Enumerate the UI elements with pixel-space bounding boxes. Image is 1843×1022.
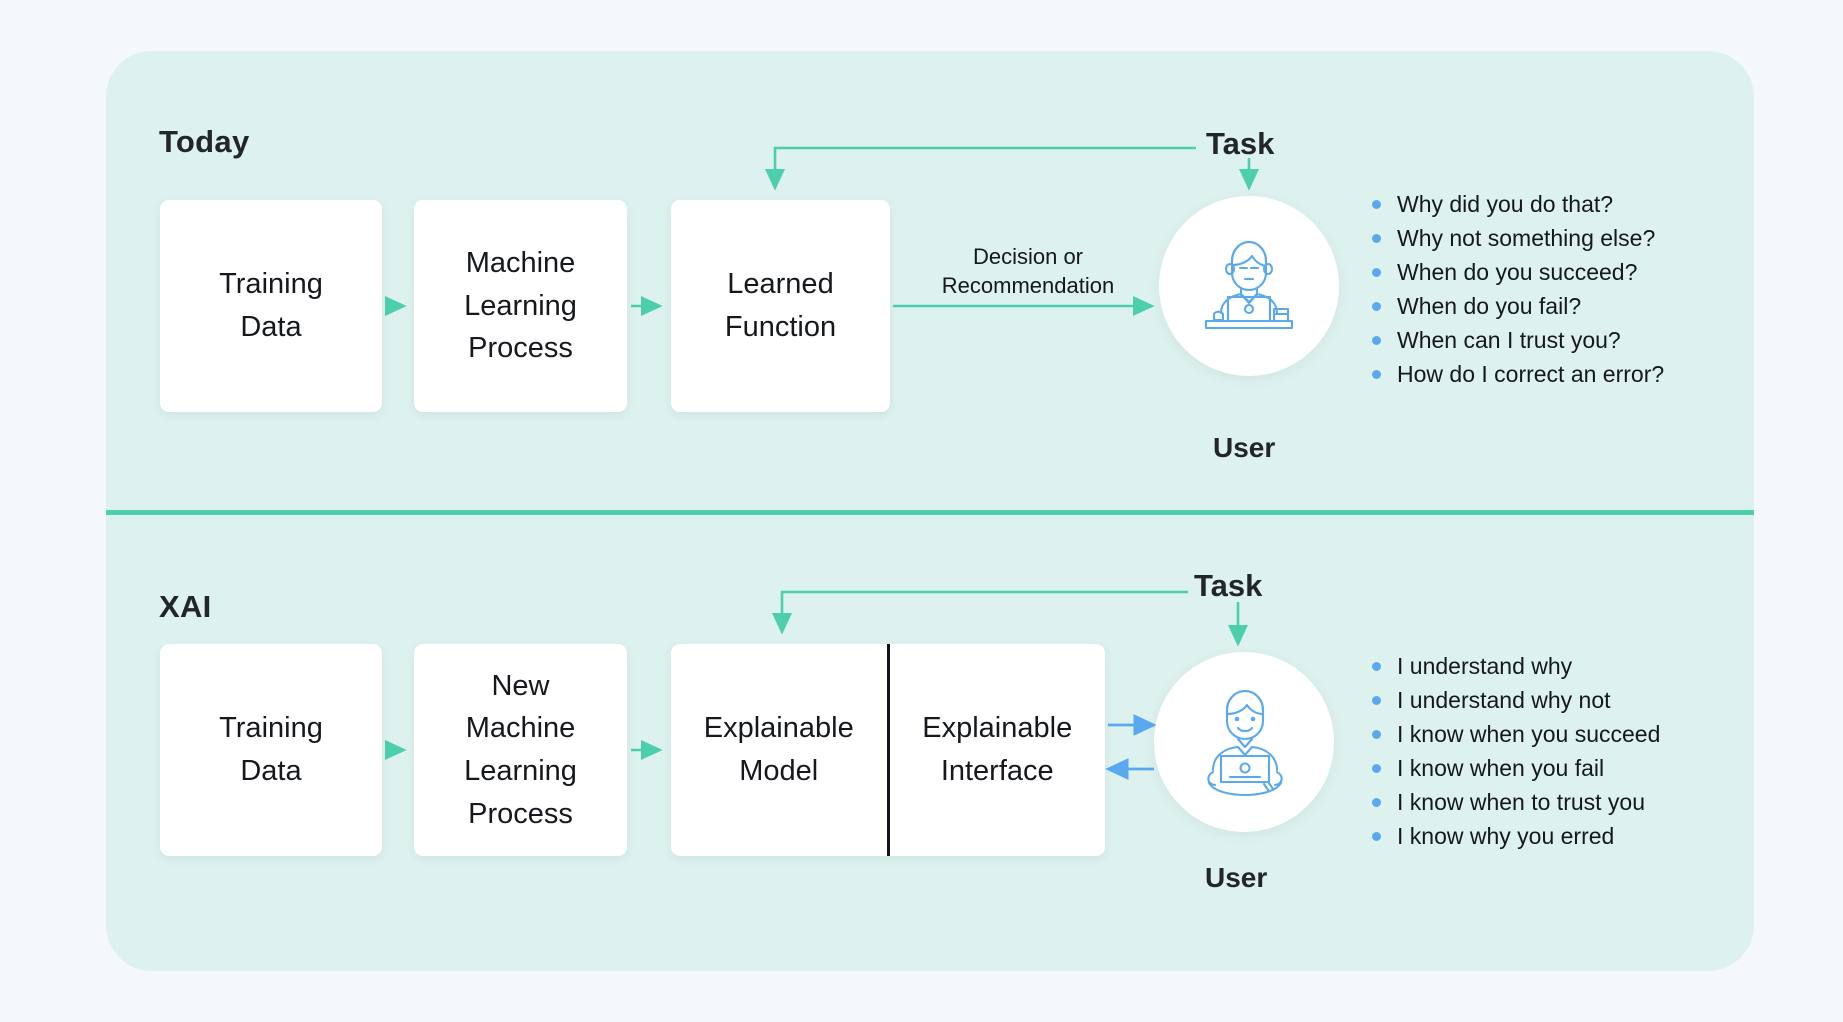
- list-item: When can I trust you?: [1372, 323, 1664, 357]
- user-avatar-xai: [1154, 652, 1334, 832]
- list-item-label: I know when you succeed: [1397, 720, 1661, 747]
- bullet-icon: [1372, 335, 1381, 345]
- task-label-xai: Task: [1194, 568, 1263, 603]
- list-item-label: I know why you erred: [1397, 822, 1615, 849]
- list-item: Why not something else?: [1372, 221, 1664, 255]
- edge-caption-decision-or-recommendation: Decision or Recommendation: [941, 244, 1115, 299]
- list-item-label: I understand why not: [1397, 686, 1611, 713]
- list-item-label: I know when to trust you: [1397, 788, 1646, 815]
- bullet-icon: [1372, 661, 1381, 671]
- list-item: I know why you erred: [1372, 819, 1660, 853]
- task-label-today: Task: [1206, 126, 1275, 161]
- box-split-divider: [886, 644, 890, 856]
- list-item: How do I correct an error?: [1372, 357, 1664, 391]
- statement-list-xai: I understand why I understand why not I …: [1372, 649, 1660, 853]
- section-title-today: Today: [159, 124, 250, 159]
- bullet-icon: [1372, 301, 1381, 311]
- bullet-icon: [1372, 797, 1381, 807]
- bullet-icon: [1372, 199, 1381, 209]
- list-item: I know when you succeed: [1372, 717, 1660, 751]
- bullet-icon: [1372, 729, 1381, 739]
- bullet-icon: [1372, 233, 1381, 243]
- user-avatar-today: [1159, 196, 1339, 376]
- section-title-xai: XAI: [159, 589, 212, 624]
- list-item-label: When can I trust you?: [1397, 326, 1621, 353]
- bullet-icon: [1372, 831, 1381, 841]
- list-item: I understand why not: [1372, 683, 1660, 717]
- list-item-label: I know when you fail: [1397, 754, 1605, 781]
- bullet-icon: [1372, 763, 1381, 773]
- user-with-laptop-icon: [1207, 690, 1283, 797]
- list-item-label: When do you succeed?: [1397, 258, 1638, 285]
- list-item-label: When do you fail?: [1397, 292, 1582, 319]
- user-label-today: User: [1213, 432, 1276, 463]
- list-item-label: I understand why: [1397, 652, 1573, 679]
- user-at-desk-icon: [1204, 241, 1294, 330]
- list-item-label: How do I correct an error?: [1397, 360, 1665, 387]
- question-list-today: Why did you do that? Why not something e…: [1372, 187, 1664, 391]
- list-item: I understand why: [1372, 649, 1660, 683]
- list-item: When do you succeed?: [1372, 255, 1664, 289]
- list-item: Why did you do that?: [1372, 187, 1664, 221]
- bullet-icon: [1372, 369, 1381, 379]
- section-divider: [106, 510, 1754, 515]
- list-item: I know when you fail: [1372, 751, 1660, 785]
- list-item-label: Why did you do that?: [1397, 190, 1614, 217]
- list-item-label: Why not something else?: [1397, 224, 1656, 251]
- bullet-icon: [1372, 267, 1381, 277]
- user-label-xai: User: [1205, 862, 1268, 893]
- list-item: When do you fail?: [1372, 289, 1664, 323]
- list-item: I know when to trust you: [1372, 785, 1660, 819]
- bullet-icon: [1372, 695, 1381, 705]
